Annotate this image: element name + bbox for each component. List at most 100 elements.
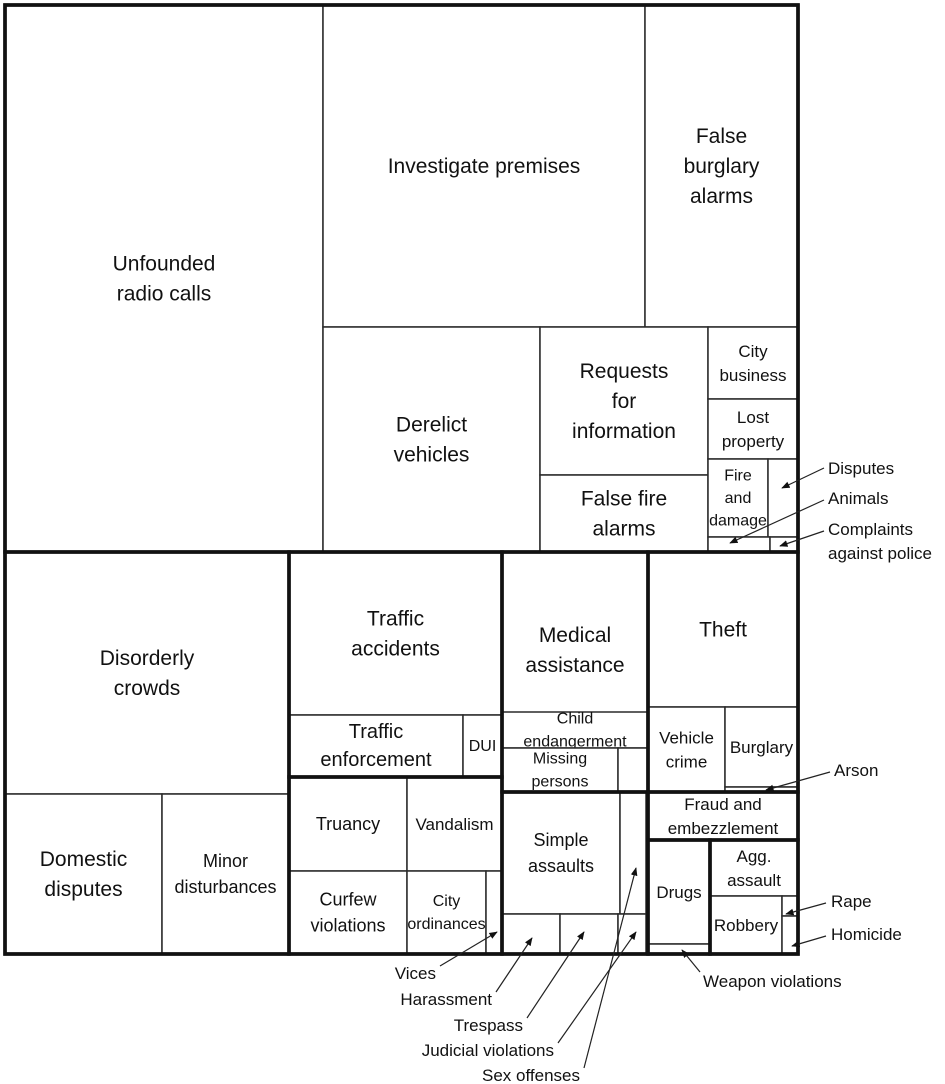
callout-label: Disputes (828, 459, 894, 478)
cell-rect (559, 913, 619, 955)
cell-sex-offenses (619, 791, 647, 915)
callout-trespass: Trespass (454, 931, 585, 1035)
cell-rect (406, 776, 503, 872)
cell-label: DUI (469, 738, 497, 755)
cell-rect (161, 793, 290, 955)
cell-label: Burglary (730, 738, 794, 757)
cell-burglary: Burglary (724, 706, 799, 788)
cell-rect (647, 706, 726, 793)
callout-animals: Animals (729, 489, 888, 544)
cell-trespass (559, 913, 619, 955)
callout-label: Trespass (454, 1016, 523, 1035)
callout-arrow (779, 530, 825, 547)
callout-harassment: Harassment (400, 937, 533, 1009)
callout-rape: Rape (785, 892, 872, 916)
callout-label: Homicide (831, 925, 902, 944)
cell-label: Truancy (316, 814, 380, 834)
cell-rect (539, 474, 709, 553)
cell-theft: Theft (647, 551, 799, 708)
cell-rect (288, 870, 408, 955)
callout-arrow (785, 902, 827, 916)
cell-rect (501, 711, 649, 749)
cell-label: Vandalism (415, 815, 493, 834)
cell-rect (4, 4, 324, 553)
callout-disputes: Disputes (781, 459, 894, 489)
cell-rect (4, 551, 290, 795)
cell-rect (617, 747, 649, 793)
callout-arrow (681, 949, 701, 973)
callout-arrow (791, 935, 827, 948)
group-border (708, 838, 800, 956)
cell-drugs: Drugs (647, 839, 711, 945)
cell-rect (501, 913, 561, 955)
callout-arrow (526, 931, 585, 1019)
callout-label: Animals (828, 489, 888, 508)
callout-arson: Arson (765, 761, 878, 792)
cell-agg-assault: Agg.assault (709, 839, 799, 897)
cell-rect (288, 551, 503, 716)
cell-truancy: Truancy (288, 776, 408, 872)
cell-investigate: Investigate premises (322, 4, 646, 328)
callout-vices: Vices (395, 931, 498, 983)
cell-rect (288, 714, 464, 778)
cell-label: Drugs (656, 883, 701, 902)
cell-vices (485, 870, 503, 955)
group-borders (3, 3, 800, 956)
cell-harassment (501, 913, 561, 955)
cell-robbery: Robbery (709, 895, 783, 955)
callout-label: Rape (831, 892, 872, 911)
cell-label: Agg.assault (727, 846, 781, 889)
cell-label: Investigate premises (388, 155, 581, 178)
cell-missing-side (617, 747, 649, 793)
callout-arrow (729, 499, 825, 544)
callout-arrow (765, 771, 831, 792)
cell-rect (501, 791, 621, 915)
callout-arrow (439, 931, 498, 967)
callout-arrow (557, 931, 637, 1044)
cell-rect (619, 791, 647, 915)
callout-arrow (495, 937, 533, 993)
callout-label: Weapon violations (703, 972, 842, 991)
cell-rect (707, 326, 799, 400)
cell-rect (485, 870, 503, 955)
callout-label: Arson (834, 761, 878, 780)
cell-rect (781, 915, 799, 955)
callout-homicide: Homicide (791, 925, 902, 948)
cell-rect (4, 793, 163, 955)
callout-judicial: Judicial violations (422, 931, 637, 1060)
cell-rect (767, 458, 799, 538)
callout-label: Judicial violations (422, 1041, 554, 1060)
cell-disputes (767, 458, 799, 538)
cell-dui: DUI (462, 714, 503, 778)
